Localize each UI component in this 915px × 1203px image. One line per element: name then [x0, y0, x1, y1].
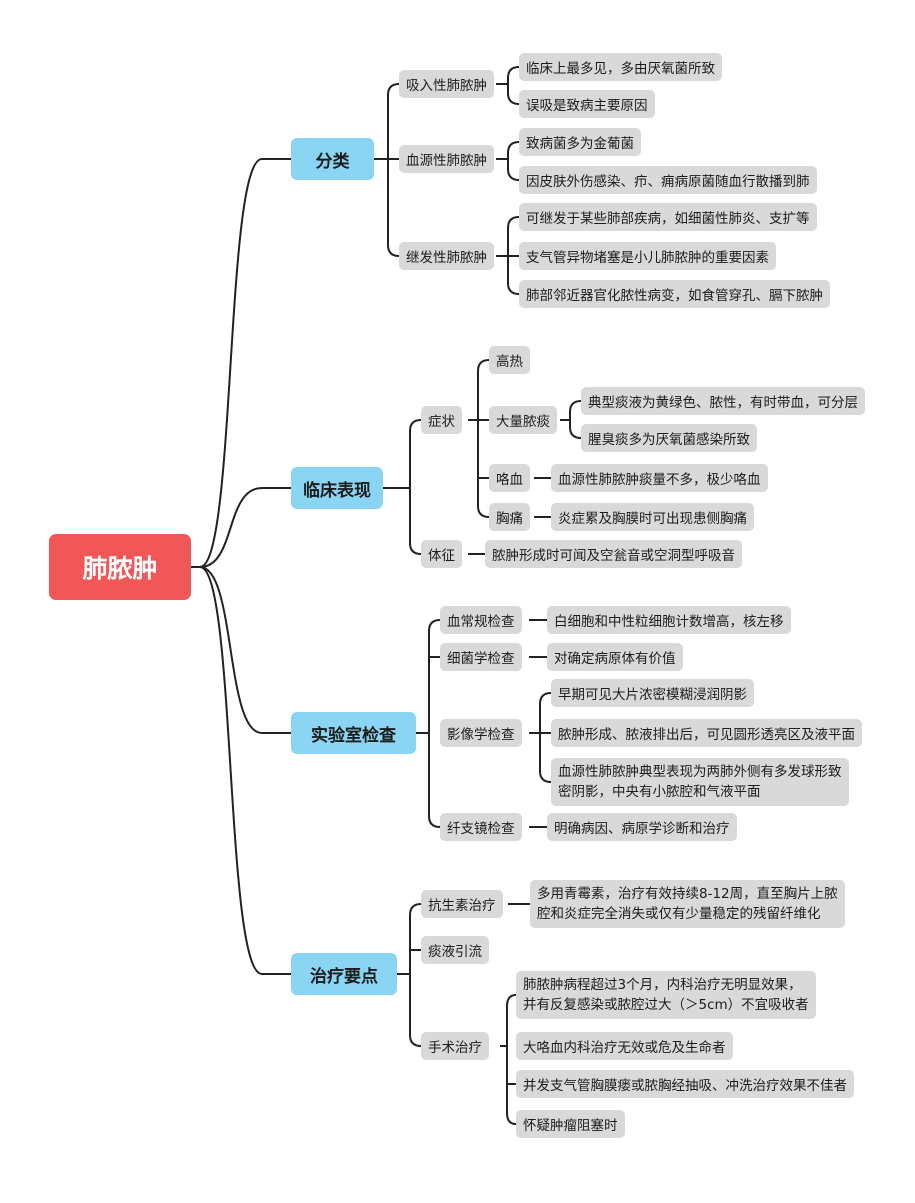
leaf-surgery-1-line-1: 肺脓肿病程超过3个月，内科治疗无明显效果，	[523, 977, 802, 993]
leaf-imaging-1[interactable]: 早期可见大片浓密模糊浸润阴影	[551, 679, 754, 707]
leaf-surgery-2[interactable]: 大咯血内科治疗无效或危及生命者	[516, 1032, 733, 1060]
topic-sputum-drainage[interactable]: 痰液引流	[421, 936, 489, 964]
topic-secondary-abscess[interactable]: 继发性肺脓肿	[399, 242, 494, 270]
leaf-bacteriology-1[interactable]: 对确定病原体有价值	[547, 643, 683, 671]
leaf-sputum-2[interactable]: 腥臭痰多为厌氧菌感染所致	[581, 424, 757, 452]
branch-treatment[interactable]: 治疗要点	[291, 953, 397, 995]
leaf-inhaled-1[interactable]: 临床上最多见，多由厌氧菌所致	[519, 53, 722, 81]
leaf-sputum-1[interactable]: 典型痰液为黄绿色、脓性，有时带血，可分层	[581, 387, 865, 415]
leaf-chest-pain-1[interactable]: 炎症累及胸膜时可出现患侧胸痛	[551, 503, 754, 531]
topic-bacteriology[interactable]: 细菌学检查	[440, 643, 522, 671]
leaf-surgery-1-line-2: 并有反复感染或脓腔过大（＞5cm）不宜吸收者	[523, 997, 809, 1013]
leaf-signs-1[interactable]: 脓肿形成时可闻及空瓮音或空洞型呼吸音	[485, 540, 742, 568]
leaf-hematogenous-2[interactable]: 因皮肤外伤感染、疖、痈病原菌随血行散播到肺	[519, 166, 817, 194]
leaf-secondary-3[interactable]: 肺部邻近器官化脓性病变，如食管穿孔、膈下脓肿	[519, 280, 830, 308]
leaf-antibiotics-1-line-1: 多用青霉素，治疗有效持续8-12周，直至胸片上脓	[537, 886, 838, 902]
topic-antibiotics[interactable]: 抗生素治疗	[421, 890, 503, 918]
leaf-hematogenous-1[interactable]: 致病菌多为金葡菌	[519, 128, 641, 156]
topic-imaging[interactable]: 影像学检查	[440, 719, 522, 747]
topic-surgery[interactable]: 手术治疗	[421, 1032, 489, 1060]
topic-signs[interactable]: 体征	[421, 540, 462, 568]
branch-classification[interactable]: 分类	[291, 138, 374, 180]
leaf-imaging-2[interactable]: 脓肿形成、脓液排出后，可见圆形透亮区及液平面	[551, 719, 862, 747]
leaf-antibiotics-1-line-2: 腔和炎症完全消失或仅有少量稳定的残留纤维化	[537, 906, 821, 922]
leaf-imaging-3[interactable]: 血源性肺脓肿典型表现为两肺外侧有多发球形致 密阴影，中央有小脓腔和气液平面	[551, 758, 849, 806]
leaf-surgery-3[interactable]: 并发支气管胸膜瘘或脓胸经抽吸、冲洗治疗效果不佳者	[516, 1070, 854, 1098]
root-node[interactable]: 肺脓肿	[49, 534, 191, 600]
leaf-high-fever[interactable]: 高热	[489, 346, 530, 374]
topic-chest-pain[interactable]: 胸痛	[489, 503, 530, 531]
topic-hemoptysis[interactable]: 咯血	[489, 464, 530, 492]
topic-bronchoscopy[interactable]: 纤支镜检查	[440, 813, 522, 841]
leaf-surgery-1[interactable]: 肺脓肿病程超过3个月，内科治疗无明显效果， 并有反复感染或脓腔过大（＞5cm）不…	[516, 971, 816, 1019]
leaf-secondary-1[interactable]: 可继发于某些肺部疾病，如细菌性肺炎、支扩等	[519, 203, 817, 231]
leaf-inhaled-2[interactable]: 误吸是致病主要原因	[519, 90, 655, 118]
topic-blood-routine[interactable]: 血常规检查	[440, 606, 522, 634]
leaf-surgery-4[interactable]: 怀疑肿瘤阻塞时	[516, 1110, 625, 1138]
leaf-blood-routine-1[interactable]: 白细胞和中性粒细胞计数增高，核左移	[547, 606, 791, 634]
topic-hematogenous-abscess[interactable]: 血源性肺脓肿	[399, 145, 494, 173]
leaf-hemoptysis-1[interactable]: 血源性肺脓肿痰量不多，极少咯血	[551, 464, 768, 492]
leaf-imaging-3-line-2: 密阴影，中央有小脓腔和气液平面	[558, 784, 761, 800]
topic-symptoms[interactable]: 症状	[421, 406, 462, 434]
branch-clinical-manifestation[interactable]: 临床表现	[291, 467, 383, 509]
topic-inhaled-abscess[interactable]: 吸入性肺脓肿	[399, 70, 494, 98]
leaf-secondary-2[interactable]: 支气管异物堵塞是小儿肺脓肿的重要因素	[519, 242, 776, 270]
leaf-bronchoscopy-1[interactable]: 明确病因、病原学诊断和治疗	[547, 813, 737, 841]
topic-purulent-sputum[interactable]: 大量脓痰	[489, 406, 557, 434]
leaf-imaging-3-line-1: 血源性肺脓肿典型表现为两肺外侧有多发球形致	[558, 764, 842, 780]
leaf-antibiotics-1[interactable]: 多用青霉素，治疗有效持续8-12周，直至胸片上脓 腔和炎症完全消失或仅有少量稳定…	[530, 880, 845, 928]
branch-lab-tests[interactable]: 实验室检查	[291, 712, 416, 754]
